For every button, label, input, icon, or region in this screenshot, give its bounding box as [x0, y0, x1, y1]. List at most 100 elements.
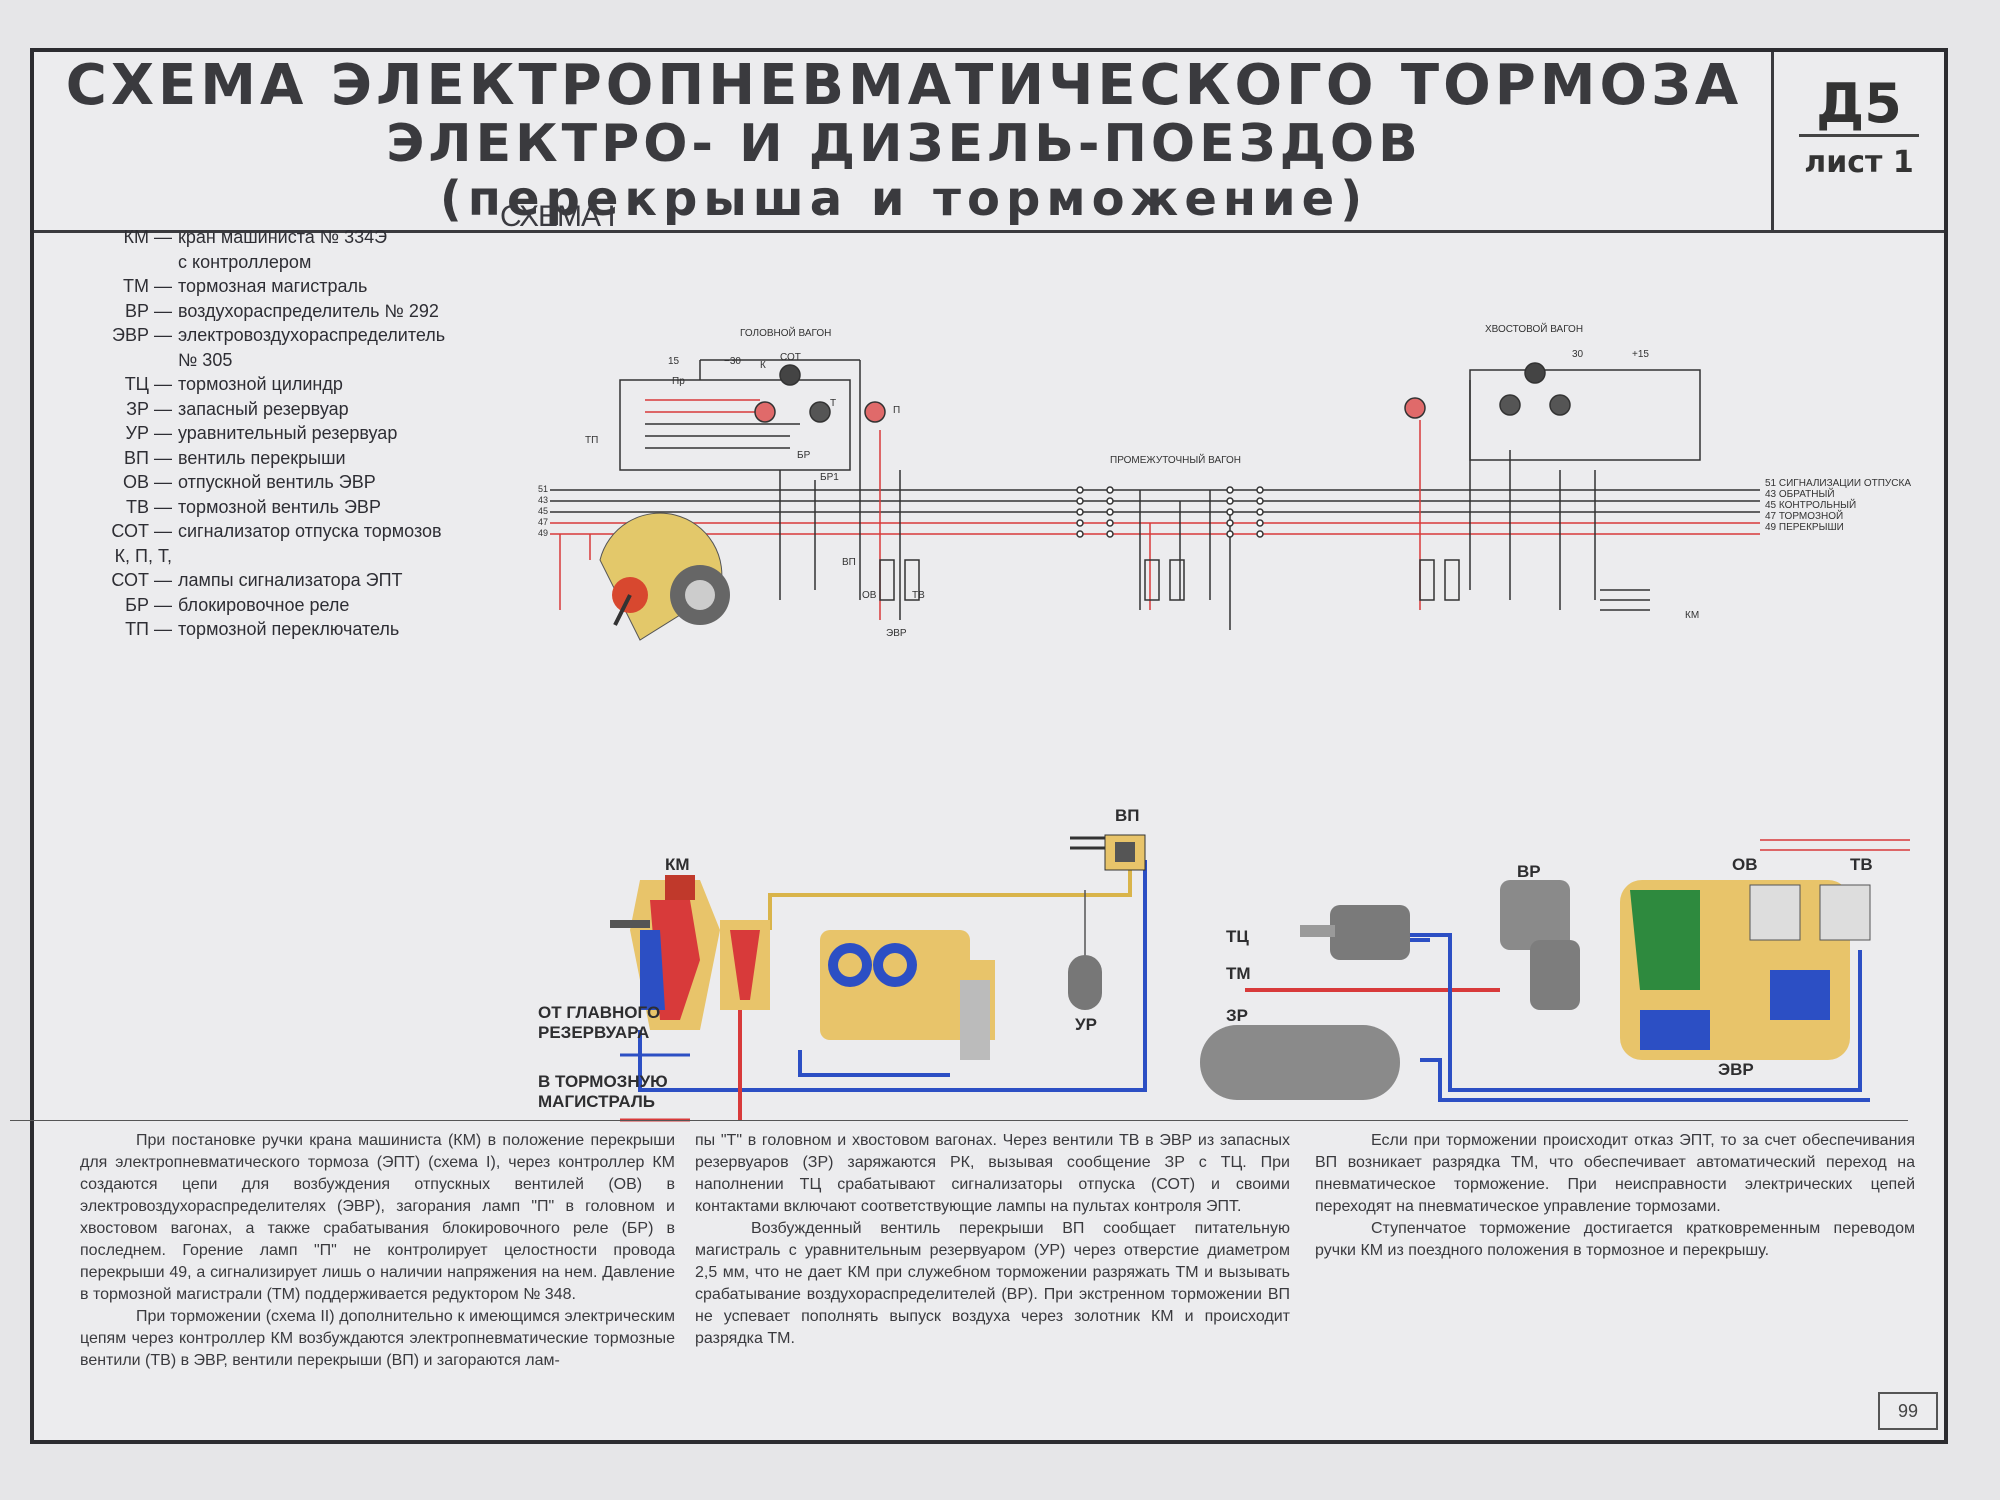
- legend-row: ЗР —запасный резервуар: [60, 397, 488, 422]
- page-number: 99: [1878, 1392, 1938, 1430]
- sheet-code: Д5: [1799, 74, 1919, 137]
- wire-number: 45: [538, 506, 549, 516]
- pneumatic-car-equipment: [1200, 839, 1910, 1102]
- vr-distributor-icon: [1500, 880, 1580, 1010]
- legend-row: К, П, Т,: [60, 544, 488, 569]
- legend-text: уравнительный резервуар: [178, 423, 398, 443]
- legend-text: тормозной вентиль ЭВР: [178, 496, 381, 517]
- wire-number: 47: [538, 517, 549, 527]
- wire-label: 43 ОБРАТНЫЙ: [1765, 489, 1835, 500]
- schema-1-label: СХЕМА I: [500, 200, 616, 233]
- legend-abbr: ВП —: [124, 447, 172, 468]
- to-brake-label-2: МАГИСТРАЛЬ: [538, 1092, 656, 1111]
- text-c1-p2: При торможении (схема II) дополнительно …: [80, 1308, 675, 1369]
- legend-row: ЭВР — электровоздухораспределитель: [60, 323, 488, 348]
- legend-text: электровоздухораспределитель: [178, 325, 446, 345]
- legend-text: сигнализатор отпуска тормозов: [178, 521, 442, 541]
- v30-label: 30: [1572, 349, 1584, 360]
- tc-label: ТЦ: [1226, 927, 1249, 946]
- wire-number: 51: [538, 484, 549, 494]
- wire-number: 49: [538, 528, 549, 538]
- km-valve-body: [610, 875, 770, 1030]
- text-c3-p2: Ступенчатое торможение достигается кратк…: [1315, 1220, 1915, 1259]
- sot-label-head: СОТ: [780, 352, 801, 363]
- km-label: КМ: [665, 855, 690, 874]
- legend-row: СОТ —сигнализатор отпуска тормозов: [60, 519, 488, 544]
- legend-row: ТП —тормозной переключатель: [60, 617, 488, 642]
- legend-text: блокировочное реле: [178, 594, 350, 615]
- zr-label: ЗР: [1226, 1006, 1248, 1025]
- evr-wiring-label: ЭВР: [886, 628, 907, 639]
- valve-coils: [879, 559, 1460, 601]
- pr-label: Пр: [672, 376, 685, 387]
- legend-row: БР — блокировочное реле: [60, 593, 488, 618]
- header: СХЕМА ЭЛЕКТРОПНЕВМАТИЧЕСКОГО ТОРМОЗА ЭЛЕ…: [34, 52, 1944, 233]
- legend-abbr: ЭВР —: [112, 325, 172, 345]
- legend-text: № 305: [178, 349, 233, 370]
- legend-row: ВР —воздухораспределитель № 292: [60, 299, 488, 324]
- lamp-p-label: П: [893, 405, 901, 416]
- text-c3-p1: Если при торможении происходит отказ ЭПТ…: [1315, 1132, 1915, 1215]
- tv-label: ТВ: [1850, 855, 1873, 874]
- br1-label: БР1: [820, 472, 839, 483]
- text-separator: [10, 1120, 1908, 1121]
- legend-abbr: К, П, Т,: [114, 545, 172, 566]
- middle-car-wiring: [1139, 490, 1231, 630]
- head-car-wiring: [559, 359, 901, 620]
- vr-label: ВР: [1517, 862, 1541, 881]
- minus30-label: −30: [724, 356, 741, 367]
- legend-abbr: ТМ —: [123, 276, 172, 296]
- couplers: [1076, 486, 1264, 538]
- to-brake-label: В ТОРМОЗНУЮ: [538, 1072, 668, 1091]
- legend-text: тормозной цилиндр: [178, 374, 343, 394]
- text-c1-p1: При постановке ручки крана машиниста (КМ…: [80, 1132, 675, 1303]
- title-line-2: ЭЛЕКТРО- И ДИЗЕЛЬ-ПОЕЗДОВ: [386, 114, 1422, 174]
- controller-drum-icon: [599, 512, 730, 641]
- legend-row: СОТ —лампы сигнализатора ЭПТ: [60, 568, 488, 593]
- br-label: БР: [797, 450, 811, 461]
- title-line-1: СХЕМА ЭЛЕКТРОПНЕВМАТИЧЕСКОГО ТОРМОЗА: [65, 53, 1743, 118]
- tp-label: ТП: [585, 435, 599, 446]
- legend-row: ТЦ —тормозной цилиндр: [60, 372, 488, 397]
- legend-abbr: УР —: [125, 423, 172, 443]
- legend-row: КМ —кран машиниста № 334Э: [60, 225, 488, 250]
- ur-label: УР: [1075, 1015, 1097, 1034]
- head-car-label: ГОЛОВНОЙ ВАГОН: [740, 328, 832, 339]
- v15-label: 15: [668, 356, 680, 367]
- ur-reservoir-icon: [1068, 955, 1102, 1010]
- legend-text: с контроллером: [178, 251, 312, 272]
- text-c2-p1: пы "Т" в головном и хвостовом вагонах. Ч…: [695, 1132, 1290, 1215]
- tc-cylinder-icon: [1300, 905, 1410, 960]
- wiring-diagram: [550, 359, 1760, 630]
- lamp-k-label: К: [760, 360, 766, 371]
- text-column-1: При постановке ручки крана машиниста (КМ…: [80, 1130, 675, 1372]
- middle-car-label: ПРОМЕЖУТОЧНЫЙ ВАГОН: [1110, 455, 1242, 466]
- poster-sheet: СХЕМА ЭЛЕКТРОПНЕВМАТИЧЕСКОГО ТОРМОЗА ЭЛЕ…: [30, 48, 1948, 1444]
- wire-label: 51 СИГНАЛИЗАЦИИ ОТПУСКА: [1765, 478, 1911, 489]
- tm-label: ТМ: [1226, 964, 1251, 983]
- lamp-t-label: Т: [830, 398, 837, 409]
- legend-text: воздухораспределитель № 292: [178, 300, 439, 321]
- evr-body-icon: [1620, 880, 1850, 1060]
- legend-text: отпускной вентиль ЭВР: [178, 472, 376, 492]
- title-line-3: (перекрыша и торможение): [439, 171, 1369, 227]
- from-main-label: ОТ ГЛАВНОГО: [538, 1003, 661, 1022]
- wire-number: 43: [538, 495, 549, 505]
- legend-text: запасный резервуар: [178, 398, 349, 419]
- legend-row: УР — уравнительный резервуар: [60, 421, 488, 446]
- text-column-2: пы "Т" в головном и хвостовом вагонах. Ч…: [695, 1130, 1290, 1350]
- wire-label: 45 КОНТРОЛЬНЫЙ: [1765, 500, 1857, 511]
- legend-text: лампы сигнализатора ЭПТ: [178, 570, 403, 590]
- wire-label: 49 ПЕРЕКРЫШИ: [1765, 522, 1844, 533]
- legend-row: ТМ —тормозная магистраль: [60, 274, 488, 299]
- legend-text: вентиль перекрыши: [178, 447, 346, 468]
- legend-abbr: БР —: [125, 594, 172, 615]
- sheet-code-box: Д5 лист 1: [1771, 52, 1944, 230]
- signal-lamps: [754, 362, 1571, 423]
- vp-valve-icon: [1070, 834, 1146, 871]
- legend-abbr: ОВ —: [122, 472, 172, 492]
- evr-label: ЭВР: [1718, 1060, 1754, 1079]
